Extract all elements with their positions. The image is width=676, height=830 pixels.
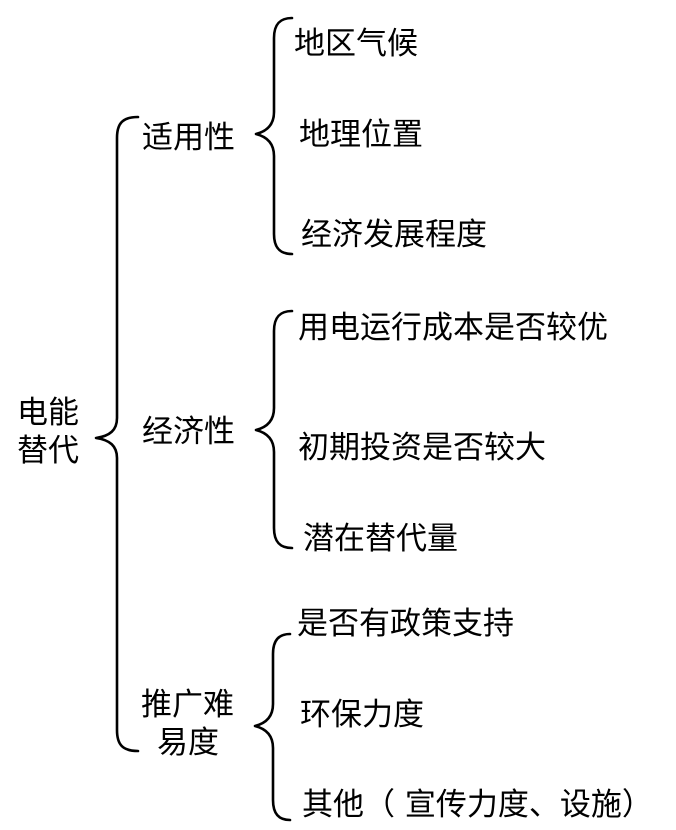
category-3-line-2: 易度 — [157, 725, 219, 761]
item-substitution-potential: 潜在替代量 — [303, 521, 458, 557]
root-label-line-1: 电能 — [17, 395, 79, 431]
item-environmental-effort: 环保力度 — [300, 697, 424, 733]
category-3-brace — [253, 632, 292, 822]
category-3-line-1: 推广难 — [141, 687, 234, 723]
category-economy: 经济性 — [142, 414, 235, 450]
item-geographic-location: 地理位置 — [299, 117, 423, 153]
root-brace — [94, 115, 140, 753]
item-policy-support: 是否有政策支持 — [297, 606, 514, 642]
item-operating-cost: 用电运行成本是否较优 — [298, 310, 608, 346]
category-applicability: 适用性 — [142, 120, 235, 156]
category-promotion-difficulty: 推广难 易度 — [141, 686, 234, 762]
item-other: 其他（ 宣传力度、设施） — [302, 787, 653, 823]
root-label: 电能 替代 — [17, 394, 79, 470]
item-initial-investment: 初期投资是否较大 — [298, 430, 546, 466]
category-2-brace — [254, 309, 294, 550]
category-1-brace — [254, 16, 294, 256]
root-label-line-2: 替代 — [17, 433, 79, 469]
item-regional-climate: 地区气候 — [294, 26, 418, 62]
item-economic-development: 经济发展程度 — [301, 217, 487, 253]
